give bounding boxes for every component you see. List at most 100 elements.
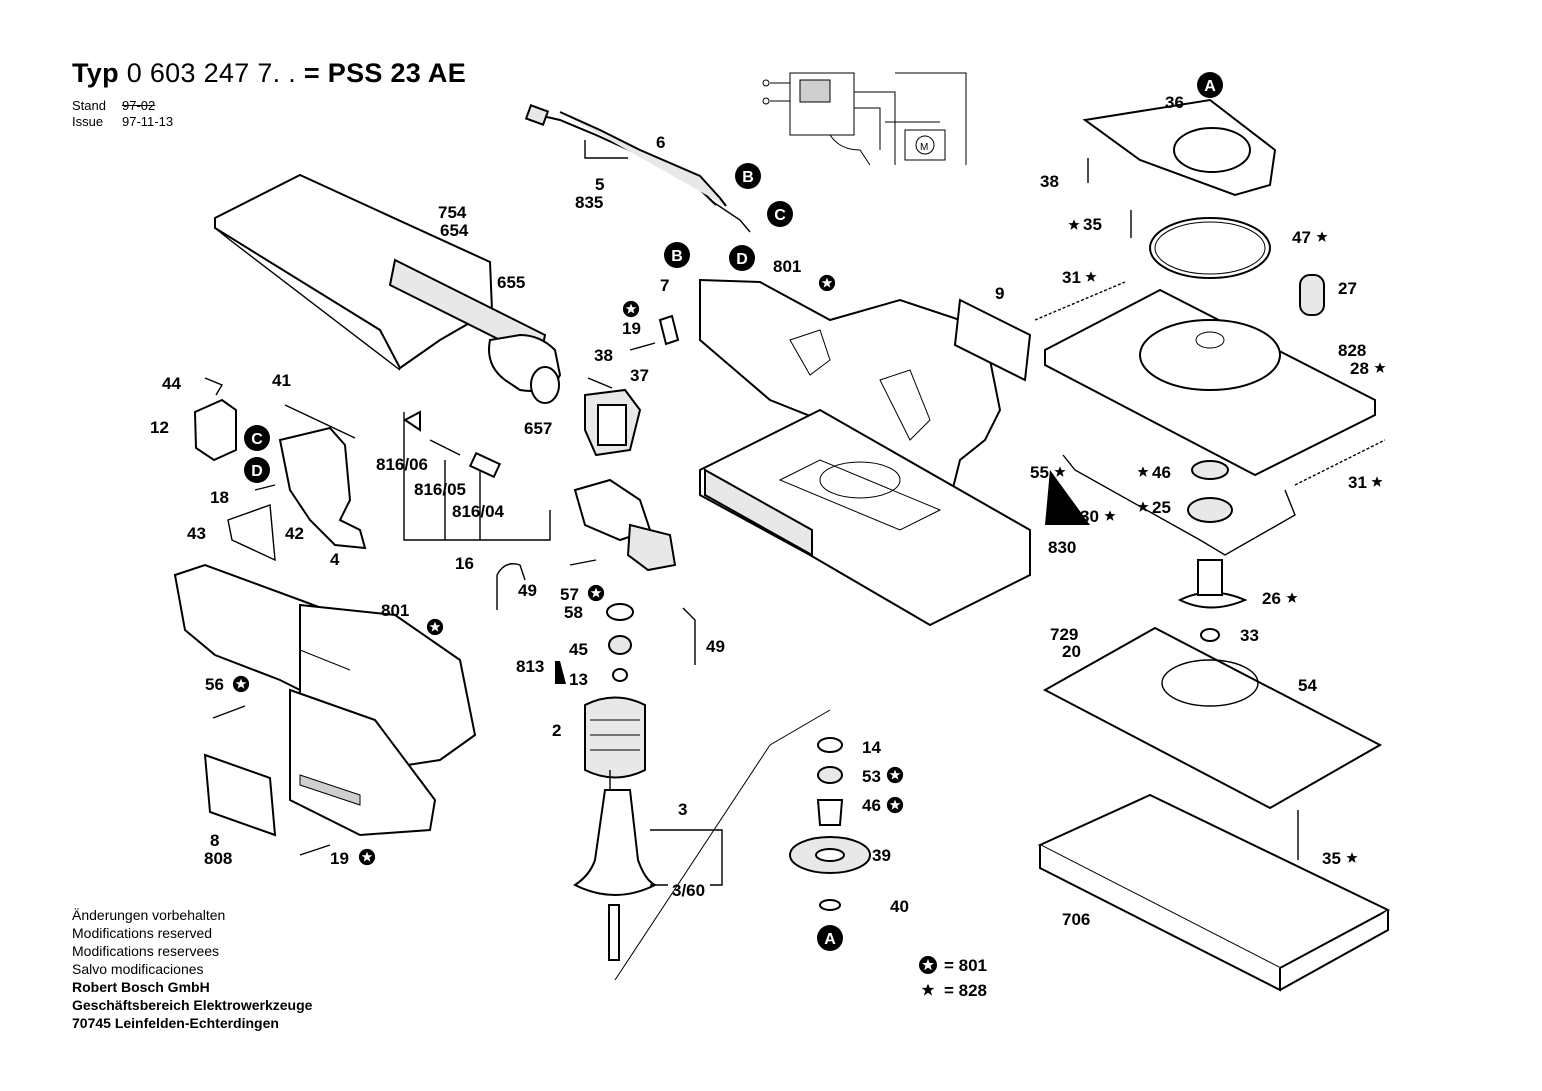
star-icon <box>1316 231 1328 242</box>
label-816-05: 816/05 <box>414 480 466 499</box>
main-housing <box>699 278 1031 627</box>
svg-text:B: B <box>671 248 683 265</box>
ring-star-icon <box>426 618 444 636</box>
label-35-bottom: 35 <box>1322 849 1341 868</box>
label-53: 53 <box>862 767 881 786</box>
star-icon <box>1068 219 1080 230</box>
label-28: 28 <box>1350 359 1369 378</box>
label-26: 26 <box>1262 589 1281 608</box>
label-706: 706 <box>1062 910 1090 929</box>
svg-text:C: C <box>774 207 786 224</box>
label-729: 729 <box>1050 625 1078 644</box>
label-654: 654 <box>440 221 469 240</box>
handle-housing <box>173 563 477 837</box>
label-13: 13 <box>569 670 588 689</box>
ring-star-icon <box>919 956 937 974</box>
label-33: 33 <box>1240 626 1259 645</box>
label-38-center: 38 <box>594 346 613 365</box>
electronic-module <box>403 410 677 572</box>
label-3-60: 3/60 <box>672 881 705 900</box>
label-9: 9 <box>995 284 1004 303</box>
label-2: 2 <box>552 721 561 740</box>
label-plate <box>953 298 1032 382</box>
label-3: 3 <box>678 800 687 819</box>
label-46-right: 46 <box>1152 463 1171 482</box>
issue-value: 97-11-13 <box>122 114 174 129</box>
star-icon <box>1286 592 1298 603</box>
label-4: 4 <box>330 550 340 569</box>
star-icon <box>1371 476 1383 487</box>
callout-d-cord: D <box>729 245 755 271</box>
callout-a-bottom: A <box>817 925 843 951</box>
footer-line-en: Modifications reserved <box>72 925 213 941</box>
label-30: 30 <box>1080 507 1099 526</box>
label-31-top: 31 <box>1062 268 1081 287</box>
ring-star-icon <box>886 796 904 814</box>
svg-text:A: A <box>824 931 836 948</box>
label-816-06: 816/06 <box>376 455 428 474</box>
ring-star-icon <box>886 766 904 784</box>
label-58: 58 <box>564 603 583 622</box>
callout-b-housing: B <box>664 242 690 268</box>
label-37: 37 <box>630 366 649 385</box>
label-35-top: 35 <box>1083 215 1102 234</box>
star-icon <box>1374 362 1386 373</box>
switch-assembly <box>193 377 367 562</box>
svg-text:D: D <box>736 251 748 268</box>
label-49-right: 49 <box>706 637 725 656</box>
power-cord <box>524 104 751 233</box>
label-44: 44 <box>162 374 181 393</box>
label-41: 41 <box>272 371 291 390</box>
star-icon <box>1054 466 1066 477</box>
footer-division: Geschäftsbereich Elektrowerkzeuge <box>72 997 313 1013</box>
label-55: 55 <box>1030 463 1049 482</box>
label-46-drive: 46 <box>862 796 881 815</box>
stand-value: 97-02 <box>122 98 156 113</box>
label-808: 808 <box>204 849 232 868</box>
label-801-bottom: 801 <box>381 601 409 620</box>
label-6: 6 <box>656 133 665 152</box>
footer-line-fr: Modifications reservees <box>72 943 220 959</box>
label-835: 835 <box>575 193 603 212</box>
star-icon <box>1137 466 1149 477</box>
label-38-top: 38 <box>1040 172 1059 191</box>
type-number: 0 603 247 7. . <box>126 58 297 88</box>
star-icon <box>1346 852 1358 863</box>
footer-company: Robert Bosch GmbH <box>72 979 210 995</box>
ring-star-icon <box>587 584 605 602</box>
label-57: 57 <box>560 585 579 604</box>
label-14: 14 <box>862 738 881 757</box>
label-828: 828 <box>1338 341 1366 360</box>
motor-parts <box>496 563 831 981</box>
star-icon <box>921 983 935 996</box>
label-19-bottom: 19 <box>330 849 349 868</box>
label-36: 36 <box>1165 93 1184 112</box>
label-19-top: 19 <box>622 319 641 338</box>
label-39: 39 <box>872 846 891 865</box>
callout-b-cord: B <box>735 163 761 189</box>
drawing-title: Typ 0 603 247 7. . = PSS 23 AE <box>72 58 466 89</box>
label-830: 830 <box>1048 538 1076 557</box>
label-18: 18 <box>210 488 229 507</box>
label-31-bottom: 31 <box>1348 473 1367 492</box>
label-54: 54 <box>1298 676 1317 695</box>
callout-c-switch: C <box>244 425 270 451</box>
label-801-top: 801 <box>773 257 801 276</box>
star-icon <box>1085 271 1097 282</box>
label-657: 657 <box>524 419 552 438</box>
label-25: 25 <box>1152 498 1171 517</box>
label-16: 16 <box>455 554 474 573</box>
footer-line-es: Salvo modificaciones <box>72 961 204 977</box>
typ-label: Typ <box>72 58 119 88</box>
label-49-left: 49 <box>518 581 537 600</box>
label-7: 7 <box>660 276 669 295</box>
ring-star-icon <box>358 848 376 866</box>
equals-sign: = <box>303 58 320 88</box>
label-43: 43 <box>187 524 206 543</box>
issue-label: Issue <box>72 114 104 129</box>
dust-bag <box>214 173 642 457</box>
callout-c-cord: C <box>767 201 793 227</box>
label-42: 42 <box>285 524 304 543</box>
legend-828: = 828 <box>944 981 987 1000</box>
